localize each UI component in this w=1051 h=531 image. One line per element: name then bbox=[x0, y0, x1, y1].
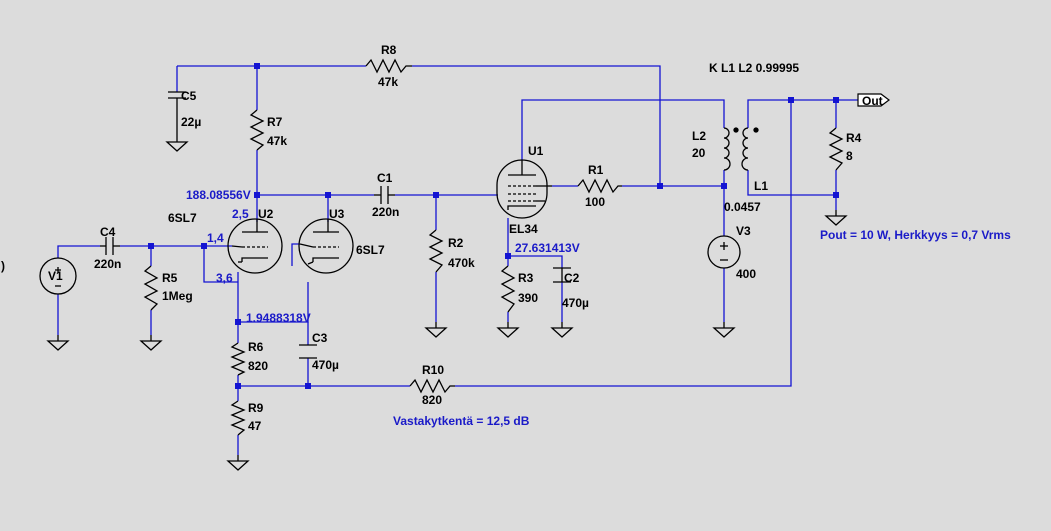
label-C1-ref: C1 bbox=[377, 171, 393, 185]
pin-label-36: 3,6 bbox=[216, 271, 233, 285]
label-U2-value: 6SL7 bbox=[168, 211, 197, 225]
ground-icon bbox=[497, 321, 519, 338]
label-R3-value: 390 bbox=[518, 291, 538, 305]
label-R3-ref: R3 bbox=[518, 271, 534, 285]
ground-icon bbox=[551, 321, 573, 338]
resistor-R4-icon bbox=[828, 127, 844, 171]
coil-L2-icon bbox=[723, 127, 731, 171]
ground-icon bbox=[425, 321, 447, 338]
label-V3-value: 400 bbox=[736, 267, 756, 281]
resistor-R2-icon bbox=[428, 229, 444, 273]
tube-U2-icon bbox=[227, 218, 283, 274]
label-R4-value: 8 bbox=[846, 149, 853, 163]
label-R10-ref: R10 bbox=[422, 363, 444, 377]
label-R6-ref: R6 bbox=[248, 340, 264, 354]
voltage-u2-plate: 188.08556V bbox=[186, 188, 251, 202]
label-R5-ref: R5 bbox=[162, 271, 178, 285]
tube-U1-icon bbox=[496, 159, 552, 219]
label-C4-ref: C4 bbox=[100, 225, 116, 239]
pin-label-14: 1,4 bbox=[207, 231, 224, 245]
coil-L1-icon bbox=[741, 127, 749, 171]
coupling-directive: K L1 L2 0.99995 bbox=[709, 61, 799, 75]
ground-icon bbox=[825, 209, 847, 226]
label-V3-ref: V3 bbox=[736, 224, 751, 238]
label-U2-ref: U2 bbox=[258, 207, 274, 221]
ground-icon bbox=[713, 321, 735, 338]
label-C4-value: 220n bbox=[94, 257, 121, 271]
left-edge-fragment: ) bbox=[1, 259, 5, 273]
voltage-sources bbox=[39, 235, 741, 295]
ground-icon bbox=[166, 135, 188, 152]
resistor-R3-icon bbox=[500, 265, 516, 313]
label-R4-ref: R4 bbox=[846, 131, 862, 145]
label-R1-value: 100 bbox=[585, 195, 605, 209]
voltage-u2-cathode: 1.9488318V bbox=[246, 311, 311, 325]
label-C5-value: 22µ bbox=[181, 115, 201, 129]
label-C5-ref: C5 bbox=[181, 89, 197, 103]
label-R10-value: 820 bbox=[422, 393, 442, 407]
label-L1-value: 0.0457 bbox=[724, 200, 761, 214]
capacitor-C4-icon bbox=[100, 237, 120, 255]
capacitor-C2-icon bbox=[553, 267, 571, 283]
label-U1-value: EL34 bbox=[509, 222, 538, 236]
label-R8-value: 47k bbox=[378, 75, 398, 89]
ground-icon bbox=[47, 334, 69, 351]
capacitor-symbols bbox=[100, 91, 571, 359]
resistor-R8-icon bbox=[365, 58, 412, 74]
label-C3-value: 470µ bbox=[312, 358, 339, 372]
label-R9-value: 47 bbox=[248, 419, 262, 433]
label-R7-ref: R7 bbox=[267, 115, 283, 129]
source-V1-icon bbox=[39, 257, 77, 295]
junctions bbox=[148, 63, 839, 389]
label-R8-ref: R8 bbox=[381, 43, 397, 57]
wires bbox=[57, 65, 858, 455]
tube-symbols bbox=[227, 159, 552, 274]
label-R1-ref: R1 bbox=[588, 163, 604, 177]
resistor-R1-icon bbox=[577, 178, 622, 194]
tube-U3-icon bbox=[298, 218, 354, 274]
label-R2-value: 470k bbox=[448, 256, 475, 270]
ground-icon bbox=[140, 334, 162, 351]
label-C3-ref: C3 bbox=[312, 331, 328, 345]
label-R6-value: 820 bbox=[248, 359, 268, 373]
capacitor-C1-icon bbox=[374, 186, 395, 204]
label-L2-ref: L2 bbox=[692, 129, 706, 143]
out-port-label: Out bbox=[862, 94, 883, 108]
label-U3-value: 6SL7 bbox=[356, 243, 385, 257]
label-C2-ref: C2 bbox=[564, 271, 580, 285]
resistor-symbols bbox=[143, 58, 844, 436]
label-R7-value: 47k bbox=[267, 134, 287, 148]
ground-icon bbox=[227, 454, 249, 471]
pin-label-25: 2,5 bbox=[232, 207, 249, 221]
feedback-note: Vastakytkentä = 12,5 dB bbox=[393, 414, 530, 428]
label-L2-value: 20 bbox=[692, 146, 706, 160]
out-port: Out bbox=[857, 93, 890, 108]
label-V1-ref: V1 bbox=[48, 269, 63, 283]
label-C2-value: 470µ bbox=[562, 296, 589, 310]
annotations: 188.08556V 27.631413V 1.9488318V 2,5 1,4… bbox=[186, 188, 1011, 428]
label-R5-value: 1Meg bbox=[162, 289, 193, 303]
source-V3-icon bbox=[707, 235, 741, 269]
transformer-symbol bbox=[723, 127, 759, 171]
resistor-R6-icon bbox=[230, 342, 246, 376]
resistor-R10-icon bbox=[409, 378, 455, 394]
resistor-R9-icon bbox=[230, 400, 246, 436]
label-L1-ref: L1 bbox=[754, 179, 768, 193]
output-power-note: Pout = 10 W, Herkkyys = 0,7 Vrms bbox=[820, 228, 1011, 242]
label-U1-ref: U1 bbox=[528, 144, 544, 158]
resistor-R5-icon bbox=[143, 265, 159, 311]
capacitor-C5-icon bbox=[168, 91, 186, 136]
label-R2-ref: R2 bbox=[448, 236, 464, 250]
voltage-el34-cathode: 27.631413V bbox=[515, 241, 580, 255]
resistor-R7-icon bbox=[249, 109, 265, 151]
label-U3-ref: U3 bbox=[329, 207, 345, 221]
component-labels: R8 47k C5 22µ R7 47k C1 220n U1 EL34 R1 … bbox=[1, 43, 862, 433]
label-C1-value: 220n bbox=[372, 205, 399, 219]
label-R9-ref: R9 bbox=[248, 401, 264, 415]
capacitor-C3-icon bbox=[299, 344, 317, 359]
